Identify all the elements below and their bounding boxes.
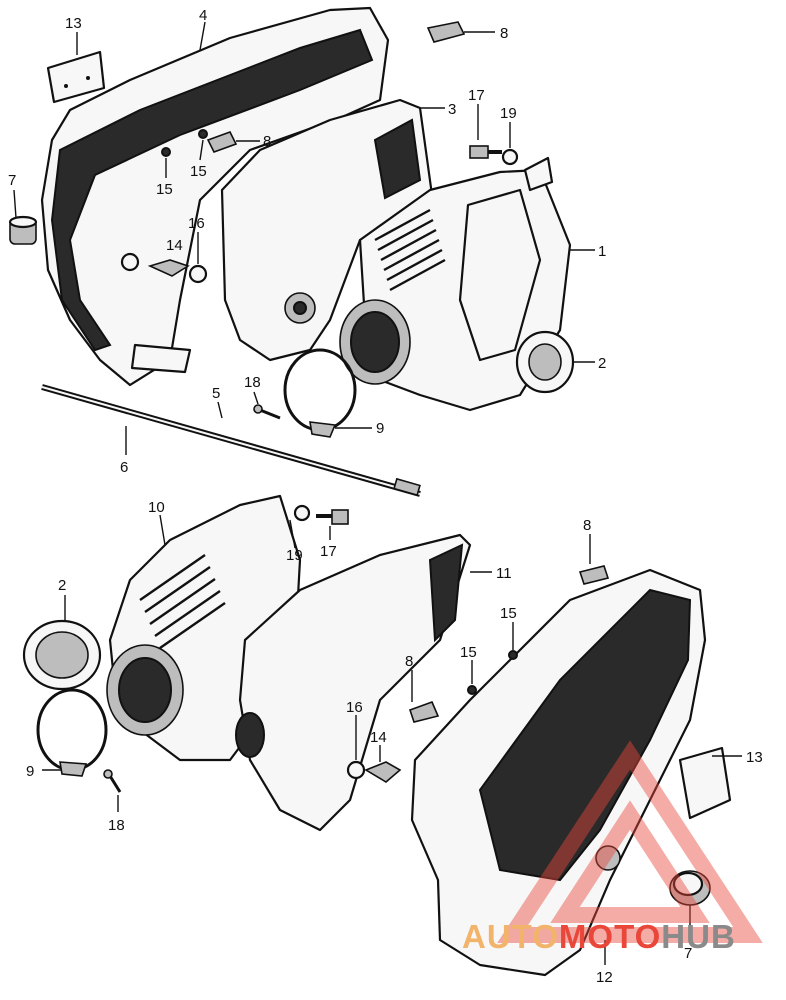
callout-13-top: 13 <box>65 15 82 32</box>
air-cleaner-case <box>339 156 572 412</box>
nut-15-a <box>161 147 171 157</box>
emblem-plate-top <box>46 50 106 104</box>
callout-14-top: 14 <box>166 237 183 254</box>
callout-15-d: 15 <box>460 644 477 661</box>
case-cover <box>120 98 434 362</box>
screw-18-bottom <box>103 769 122 793</box>
bolt-17-top <box>469 145 502 159</box>
callout-8-bottom-a: 8 <box>583 517 591 534</box>
callout-16-top: 16 <box>188 215 205 232</box>
stud-shaft <box>41 384 421 497</box>
bolt-14-bottom <box>364 761 402 783</box>
washer-16-top <box>188 264 208 284</box>
callout-1: 1 <box>598 243 606 260</box>
callout-15-a: 15 <box>156 181 173 198</box>
callout-8-top: 8 <box>500 25 508 42</box>
knob-top <box>8 215 38 245</box>
callout-2-top: 2 <box>598 355 606 372</box>
callout-9-bottom: 9 <box>26 763 34 780</box>
callout-16-bottom: 16 <box>346 699 363 716</box>
callout-17-bottom: 17 <box>320 543 337 560</box>
watermark-part-hub: HUB <box>661 918 736 955</box>
band-top <box>283 348 357 438</box>
watermark-part-moto: MOTO <box>559 918 661 955</box>
leader-lines <box>13 21 742 965</box>
bolt-17-bottom <box>316 509 349 525</box>
callout-19-top: 19 <box>500 105 517 122</box>
band-bottom <box>36 688 108 777</box>
watermark-part-auto: AUTO <box>462 918 559 955</box>
callout-7-top: 7 <box>8 172 16 189</box>
emblem-hole-icon <box>64 84 68 88</box>
washer-19-top <box>501 148 519 166</box>
callout-6: 6 <box>120 459 128 476</box>
callout-14-bottom: 14 <box>370 729 387 746</box>
case-cover-bottom <box>235 533 472 832</box>
side-cover-top <box>40 6 390 387</box>
connector-bottom <box>22 619 102 691</box>
screw-18-top <box>253 404 281 420</box>
svg-text:AUTOMOTOHUB: AUTOMOTOHUB <box>462 918 736 955</box>
callout-3: 3 <box>448 101 456 118</box>
emblem-plate-bottom <box>678 746 732 820</box>
connector-top <box>515 330 575 394</box>
callout-12: 12 <box>596 969 613 986</box>
nut-15-c <box>508 650 518 660</box>
callout-4: 4 <box>199 7 207 24</box>
side-cover-bottom <box>410 568 707 977</box>
watermark-triangle-icon <box>497 740 763 943</box>
callout-15-b: 15 <box>190 163 207 180</box>
callout-10: 10 <box>148 499 165 516</box>
callout-5: 5 <box>212 385 220 402</box>
grommet-8-mid <box>206 131 238 153</box>
washer-19-bottom <box>293 504 311 522</box>
callout-11: 11 <box>496 565 512 582</box>
callout-9-top: 9 <box>376 420 384 437</box>
cover-hole <box>120 252 140 272</box>
callout-18-bottom: 18 <box>108 817 125 834</box>
emblem-hole-icon <box>86 76 90 80</box>
grommet-8-bottom-b <box>408 700 440 723</box>
bolt-14-top <box>147 259 190 277</box>
watermark-triangle-inner-icon <box>550 800 710 923</box>
grommet-8-bottom-a <box>578 565 610 585</box>
callout-17-top: 17 <box>468 87 485 104</box>
washer-16-bottom <box>346 760 366 780</box>
nut-15-b <box>198 129 208 139</box>
nut-15-d <box>467 685 477 695</box>
watermark-logo: AUTOMOTOHUB <box>462 740 763 955</box>
callout-18-top: 18 <box>244 374 261 391</box>
callout-7-bottom: 7 <box>684 945 692 962</box>
callout-2-bottom: 2 <box>58 577 66 594</box>
callout-8-bottom-b: 8 <box>405 653 413 670</box>
callout-8-mid: 8 <box>263 133 271 150</box>
callout-15-c: 15 <box>500 605 517 622</box>
grommet-8-top <box>426 21 466 43</box>
callout-13-bottom: 13 <box>746 749 763 766</box>
callout-19-bottom: 19 <box>286 547 303 564</box>
